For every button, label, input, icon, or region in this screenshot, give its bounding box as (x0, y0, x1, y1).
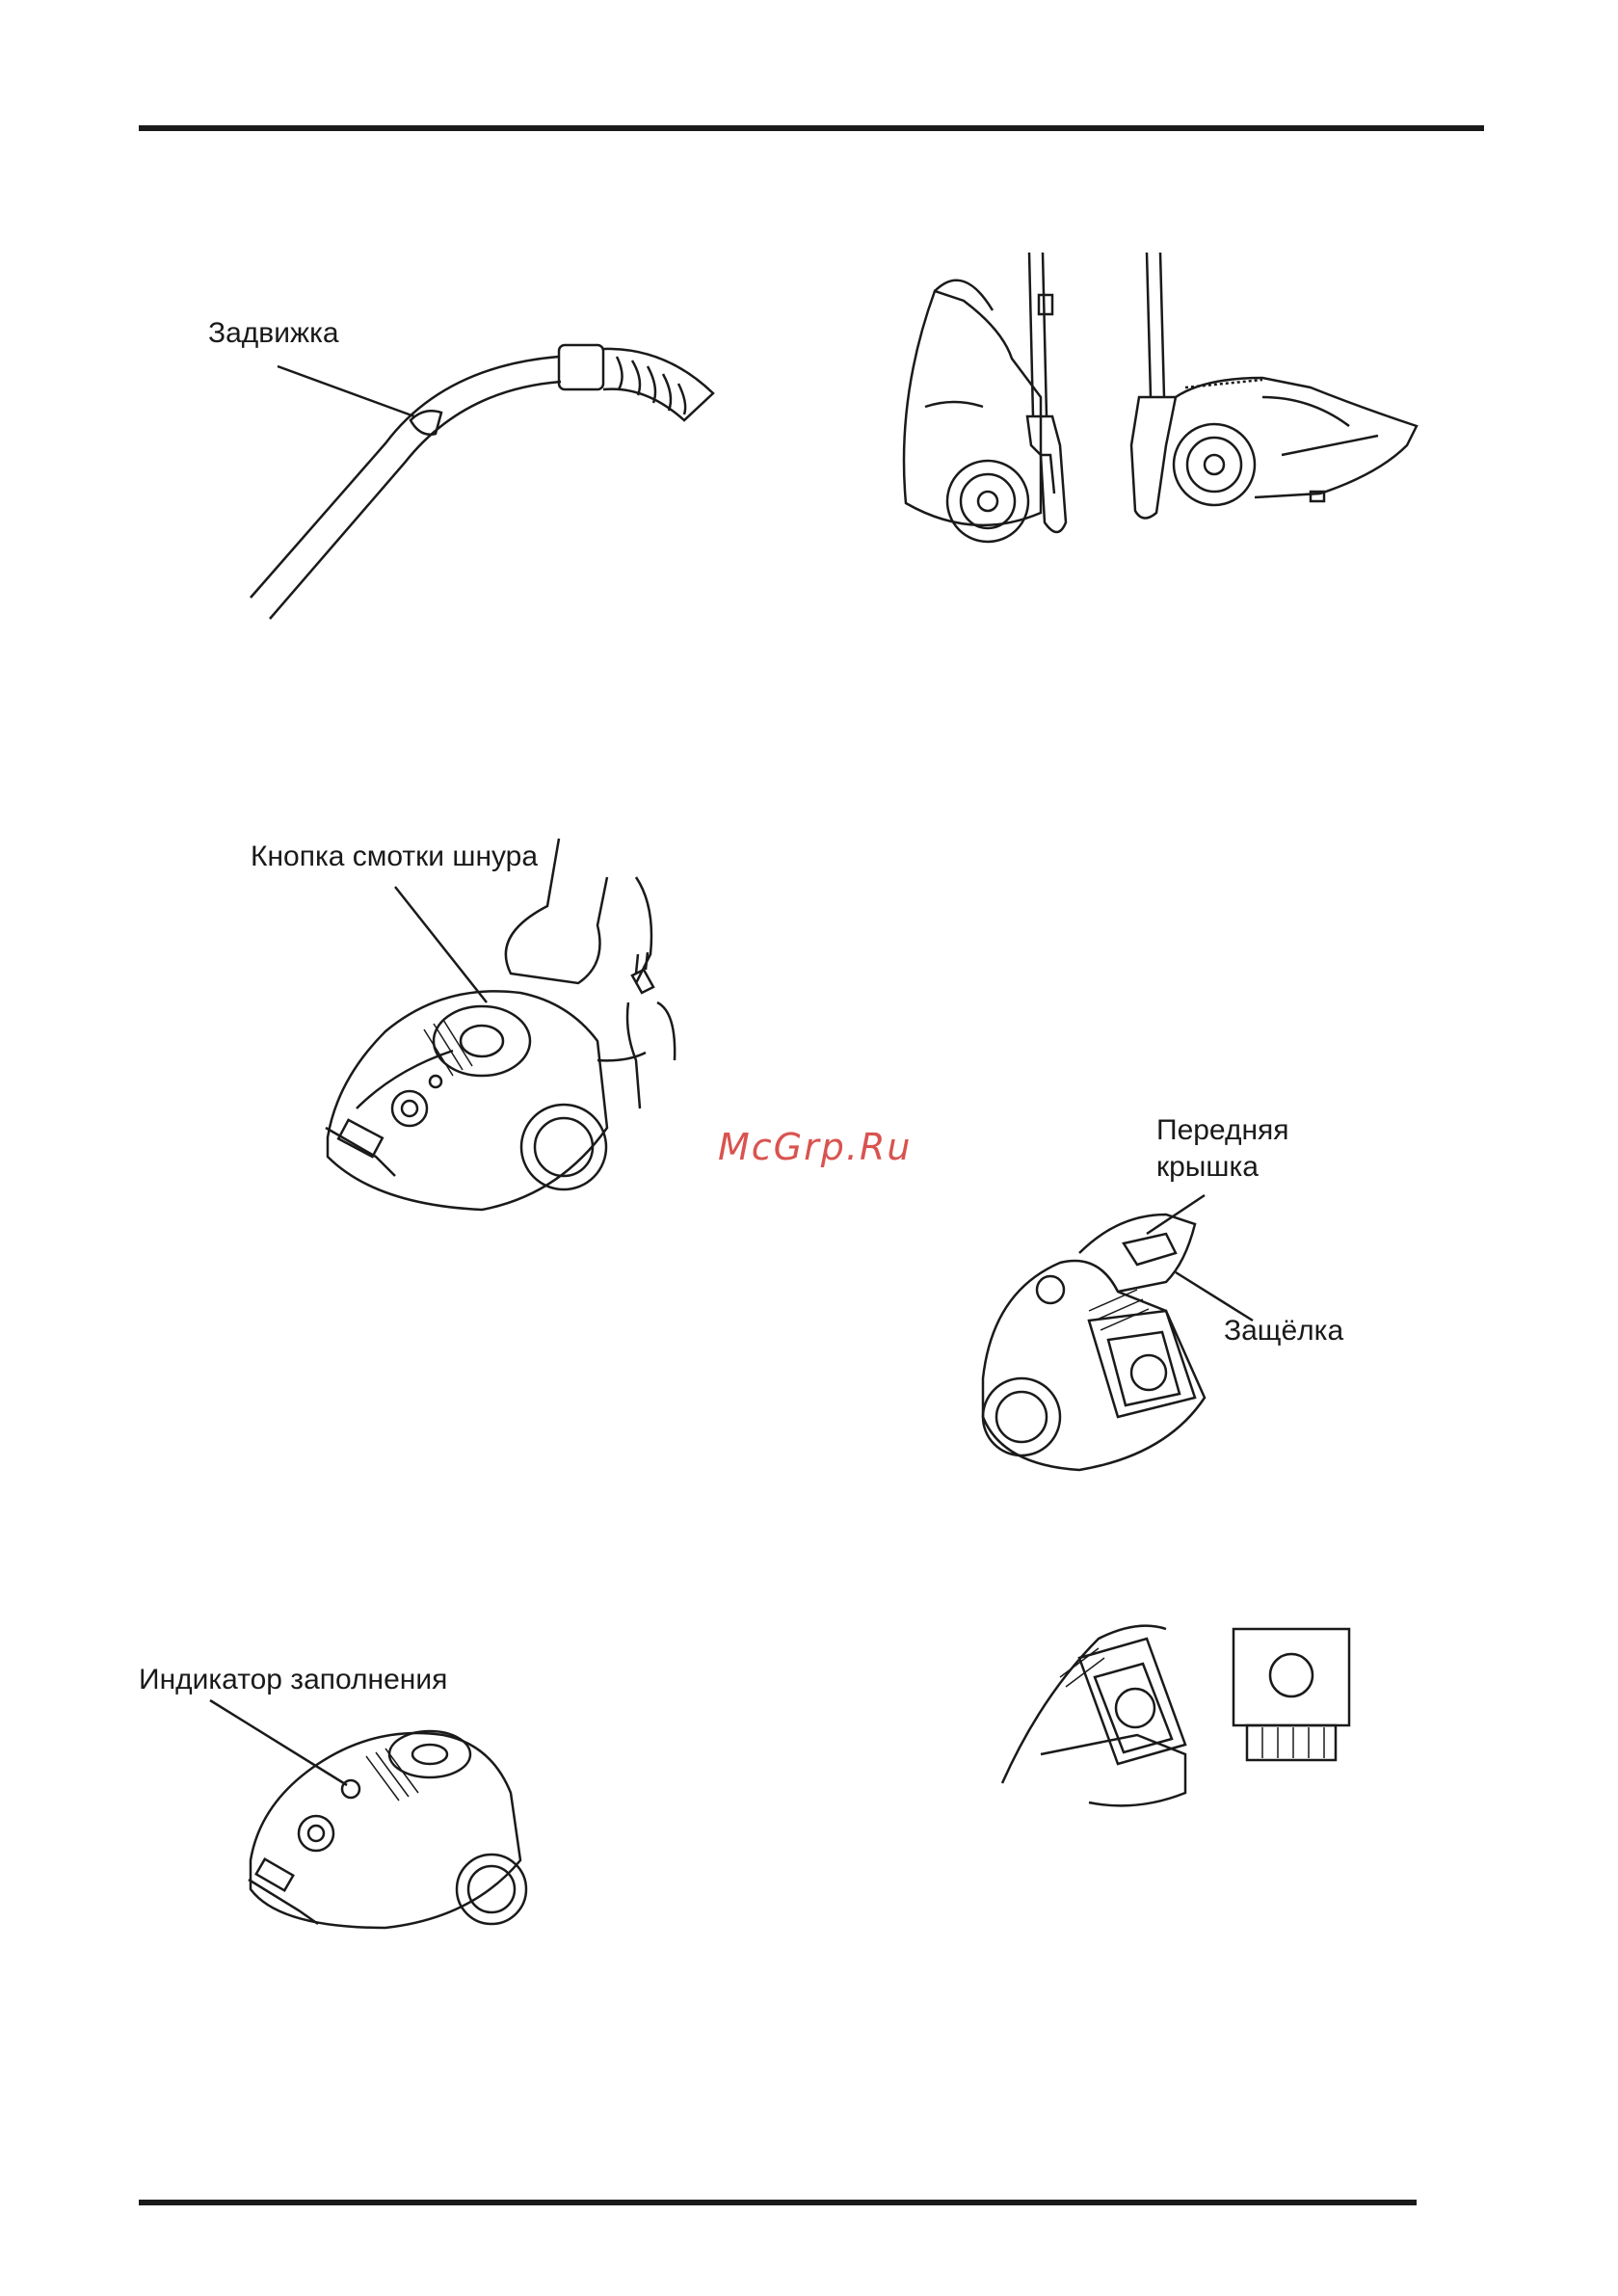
fill-indicator-label: Индикатор заполнения (139, 1662, 447, 1698)
hose-latch-illustration (231, 328, 732, 636)
top-rule (139, 125, 1484, 131)
cord-rewind-illustration (318, 839, 703, 1215)
filter-removal-illustration (1002, 1619, 1359, 1812)
bottom-rule (139, 2200, 1417, 2205)
front-cover-open-illustration (973, 1176, 1262, 1484)
fill-indicator-illustration (202, 1696, 530, 1928)
vacuum-parking-illustration (896, 253, 1436, 551)
front-cover-label-line1: Передняя (1156, 1112, 1289, 1149)
watermark-text: McGrp.Ru (718, 1126, 912, 1168)
